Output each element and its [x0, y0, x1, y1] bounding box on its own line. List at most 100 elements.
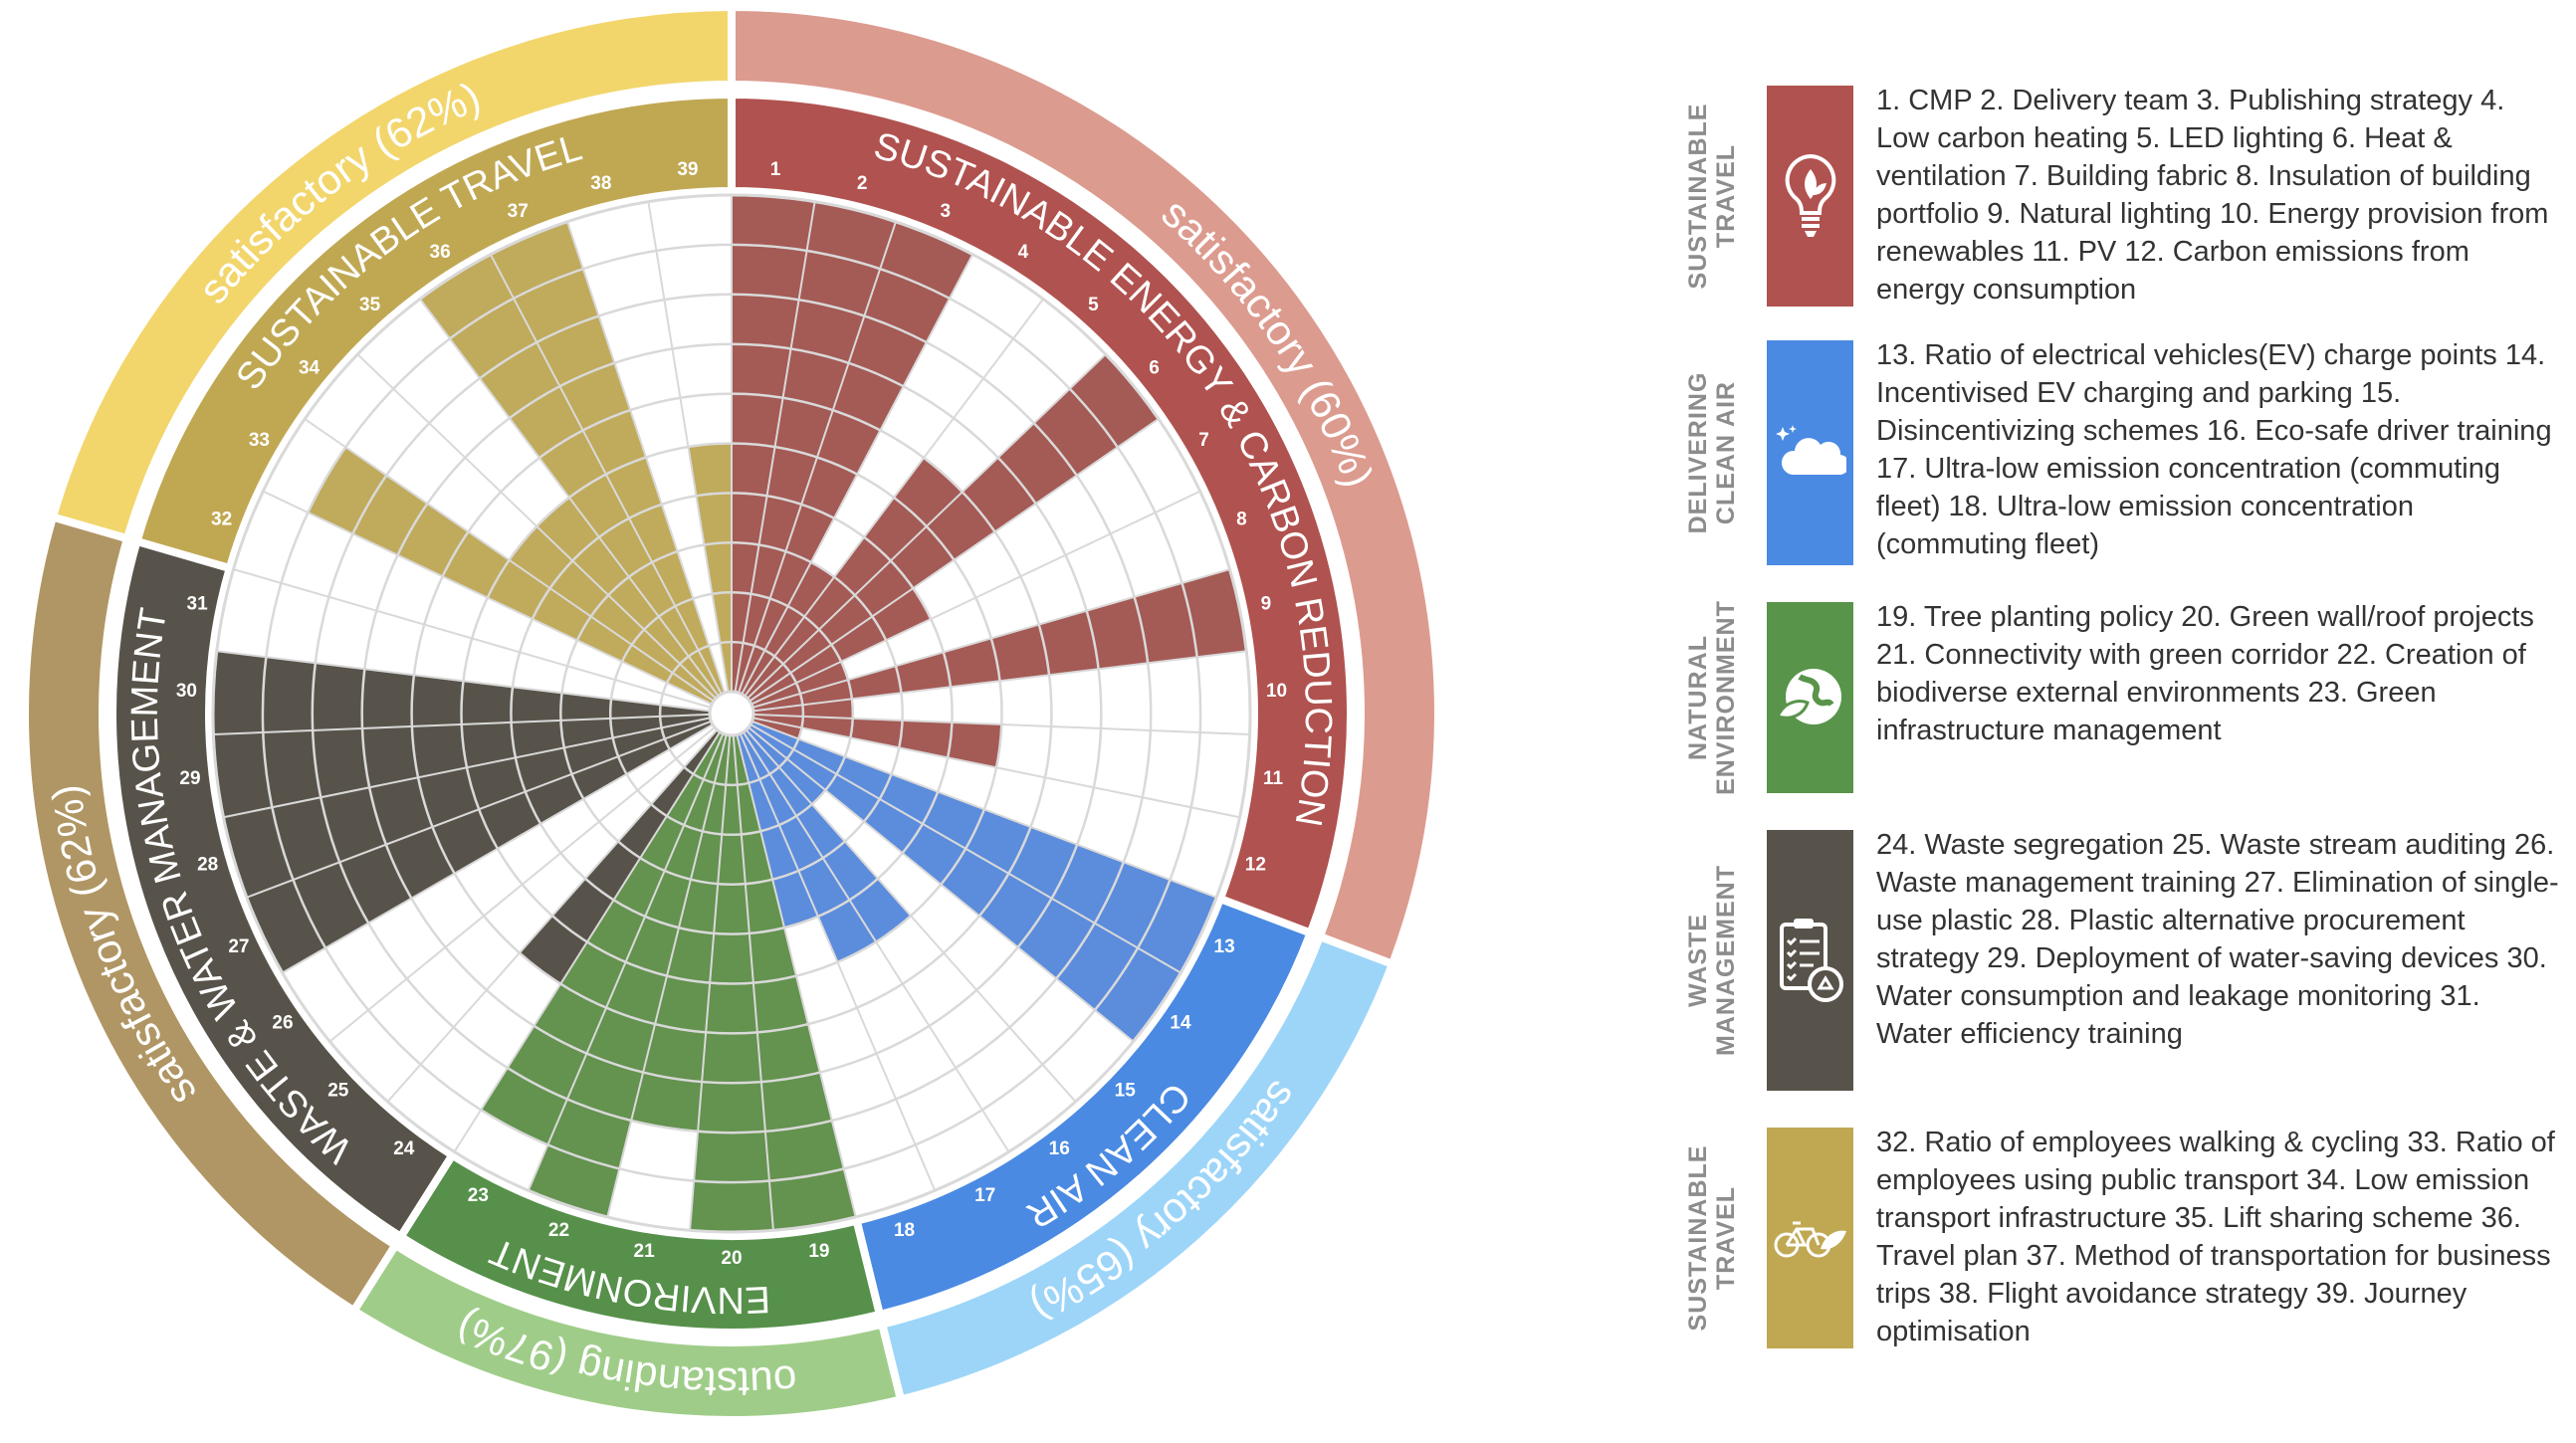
grid-spoke: [328, 726, 716, 1043]
bar-number-label: 18: [894, 1220, 915, 1241]
bar-number-label: 16: [1049, 1138, 1070, 1159]
bar-3: [738, 221, 973, 695]
grid-spoke: [752, 717, 1240, 819]
grid-spoke: [689, 734, 732, 1231]
grid-spoke: [606, 734, 728, 1218]
bar-39: [688, 443, 732, 693]
bar-number-label: 33: [249, 430, 270, 451]
bar-6: [747, 354, 1159, 702]
bar-18: [737, 733, 818, 928]
grid-spoke: [751, 490, 1201, 706]
legend-swatch: [1767, 86, 1853, 307]
bar-12: [751, 718, 802, 739]
legend-text: 1. CMP 2. Delivery team 3. Publishing st…: [1876, 85, 2549, 306]
bar-number-label: 14: [1170, 1012, 1191, 1033]
grid-spoke: [739, 732, 937, 1191]
bars: [213, 195, 1247, 1232]
category-band: [131, 90, 736, 573]
bar-number-label: 35: [359, 295, 381, 315]
bar-2: [735, 201, 896, 694]
legend-title-line: TRAVEL: [1712, 143, 1740, 249]
bar-15: [746, 726, 826, 805]
bar-number-label: 7: [1198, 430, 1209, 451]
legend-text: 32. Ratio of employees walking & cycling…: [1876, 1127, 2555, 1347]
bar-number-label: 15: [1115, 1081, 1137, 1102]
grid-spoke: [489, 254, 723, 695]
bar-27: [246, 721, 713, 973]
grid-spoke: [419, 298, 720, 698]
legend-swatch: [1767, 602, 1853, 793]
bar-number-label: 2: [857, 173, 868, 194]
bar-number-label: 23: [468, 1185, 489, 1206]
cloud-sparkle-icon: [1775, 425, 1846, 476]
grid-spoke: [356, 353, 717, 700]
bar-number-label: 17: [974, 1185, 995, 1206]
bar-number-label: 6: [1149, 357, 1160, 378]
grid-spoke: [744, 298, 1044, 698]
grid-spoke: [732, 734, 774, 1231]
bar-7: [750, 588, 932, 705]
bar-number-label: 11: [1263, 768, 1284, 789]
bar-22: [528, 733, 727, 1217]
grid-spoke: [213, 713, 711, 735]
bar-23: [481, 731, 724, 1145]
bar-28: [223, 718, 712, 898]
grid-spoke: [741, 254, 974, 695]
grid-spoke: [752, 713, 1250, 735]
bar-number-label: 12: [1245, 854, 1266, 875]
bar-number-label: 31: [187, 593, 209, 614]
bar-number-label: 20: [721, 1248, 742, 1269]
grid-spoke: [246, 720, 712, 899]
bar-number-label: 29: [179, 768, 200, 789]
grid-spoke: [216, 650, 711, 713]
grid-spoke: [750, 723, 1181, 974]
grid-spoke: [745, 728, 1077, 1103]
bar-number-label: 1: [770, 159, 781, 180]
bar-34: [509, 525, 717, 702]
bar-9: [752, 569, 1247, 712]
lightbulb-leaf-icon: [1785, 153, 1835, 237]
rating-ring-segment: [48, 2, 736, 544]
grid-spoke: [223, 717, 711, 819]
bar-11: [752, 714, 1002, 768]
grid-spoke: [734, 201, 816, 693]
bar-13: [751, 721, 1217, 973]
bar-8: [751, 661, 848, 708]
grid-spoke: [748, 726, 1135, 1043]
bar-number-label: 8: [1236, 510, 1247, 530]
bar-33: [308, 447, 714, 705]
grid-spoke: [304, 418, 715, 703]
grid-spoke: [751, 568, 1230, 709]
grid-spoke: [751, 720, 1217, 899]
bicycle-leaf-icon: [1774, 1221, 1846, 1258]
grid-spoke: [747, 353, 1107, 700]
bar-number-label: 37: [508, 201, 529, 222]
bar-4: [742, 561, 835, 697]
grid-spoke: [647, 201, 730, 693]
legend-title-line: DELIVERING: [1684, 371, 1712, 534]
bar-1: [732, 195, 815, 693]
bar-number-label: 9: [1261, 593, 1272, 614]
legend-text: 24. Waste segregation 25. Waste stream a…: [1876, 829, 2559, 1050]
bar-36: [420, 254, 722, 697]
grid-spoke: [742, 731, 1010, 1152]
bar-14: [749, 724, 1181, 1042]
grid-spoke: [527, 732, 725, 1191]
center-hole: [708, 690, 755, 737]
bar-24: [519, 729, 721, 984]
bar-37: [490, 221, 726, 695]
legend-title-line: MANAGEMENT: [1712, 865, 1740, 1056]
grid-spoke: [386, 728, 719, 1103]
legend-text: 13. Ratio of electrical vehicles(EV) cha…: [1876, 339, 2552, 560]
legend-title-line: SUSTAINABLE: [1684, 103, 1712, 290]
bar-number-label: 10: [1266, 681, 1287, 702]
bar-number-label: 27: [228, 936, 249, 957]
grid-spoke: [233, 568, 712, 709]
